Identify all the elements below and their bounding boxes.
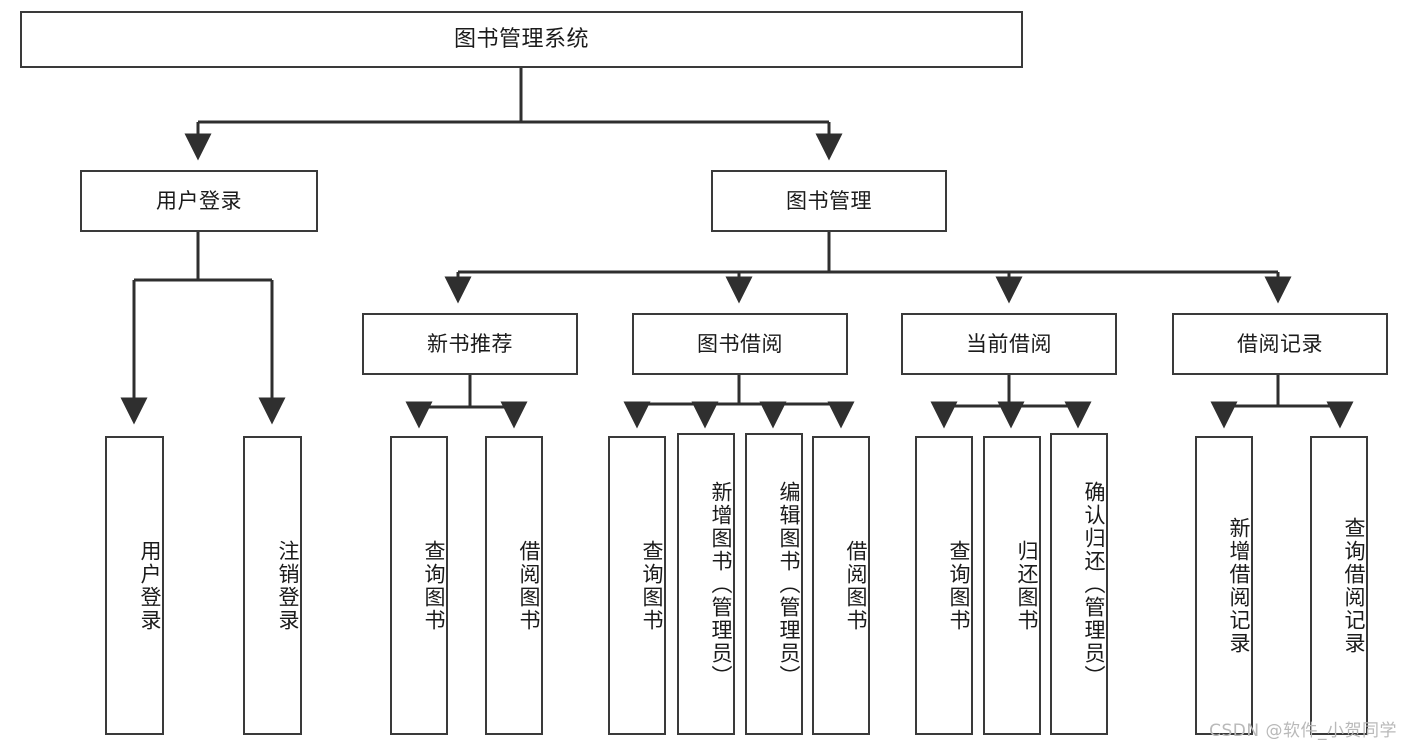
- leaf-query-book-3[interactable]: 查询图书: [915, 436, 973, 735]
- node-label: 查询图书: [947, 539, 971, 632]
- node-book-borrow[interactable]: 图书借阅: [632, 313, 848, 375]
- node-label: 查询借阅记录: [1342, 516, 1366, 655]
- leaf-edit-book[interactable]: 编辑图书（管理员）: [745, 433, 803, 735]
- node-label: 新书推荐: [427, 331, 513, 356]
- csdn-watermark: CSDN @软件_小贺同学: [1209, 721, 1397, 741]
- node-label: 确认归还（管理员）: [1082, 480, 1106, 688]
- node-label: 借阅图书: [844, 539, 868, 632]
- node-new-book-recommend[interactable]: 新书推荐: [362, 313, 578, 375]
- node-label: 查询图书: [640, 539, 664, 632]
- node-label: 图书管理系统: [453, 26, 589, 52]
- node-label: 编辑图书（管理员）: [777, 480, 801, 688]
- leaf-add-book[interactable]: 新增图书（管理员）: [677, 433, 735, 735]
- node-label: 用户登录: [138, 539, 162, 632]
- node-current-borrow[interactable]: 当前借阅: [901, 313, 1117, 375]
- node-label: 新增借阅记录: [1227, 516, 1251, 655]
- node-label: 查询图书: [422, 539, 446, 632]
- leaf-return-book[interactable]: 归还图书: [983, 436, 1041, 735]
- node-label: 新增图书（管理员）: [709, 480, 733, 688]
- node-label: 注销登录: [276, 539, 300, 632]
- node-root-book-management-system[interactable]: 图书管理系统: [20, 11, 1023, 68]
- node-label: 图书管理: [786, 188, 872, 213]
- leaf-add-record[interactable]: 新增借阅记录: [1195, 436, 1253, 735]
- node-label: 当前借阅: [966, 331, 1052, 356]
- node-label: 归还图书: [1015, 539, 1039, 632]
- node-label: 图书借阅: [697, 331, 783, 356]
- node-borrow-record[interactable]: 借阅记录: [1172, 313, 1388, 375]
- leaf-query-record[interactable]: 查询借阅记录: [1310, 436, 1368, 735]
- leaf-borrow-book-1[interactable]: 借阅图书: [485, 436, 543, 735]
- leaf-query-book-1[interactable]: 查询图书: [390, 436, 448, 735]
- leaf-borrow-book-2[interactable]: 借阅图书: [812, 436, 870, 735]
- node-label: 借阅图书: [517, 539, 541, 632]
- leaf-user-login[interactable]: 用户登录: [105, 436, 164, 735]
- node-book-manage[interactable]: 图书管理: [711, 170, 947, 232]
- node-label: 用户登录: [156, 188, 242, 213]
- leaf-confirm-return[interactable]: 确认归还（管理员）: [1050, 433, 1108, 735]
- node-label: 借阅记录: [1237, 331, 1323, 356]
- leaf-query-book-2[interactable]: 查询图书: [608, 436, 666, 735]
- leaf-logout[interactable]: 注销登录: [243, 436, 302, 735]
- node-user-login[interactable]: 用户登录: [80, 170, 318, 232]
